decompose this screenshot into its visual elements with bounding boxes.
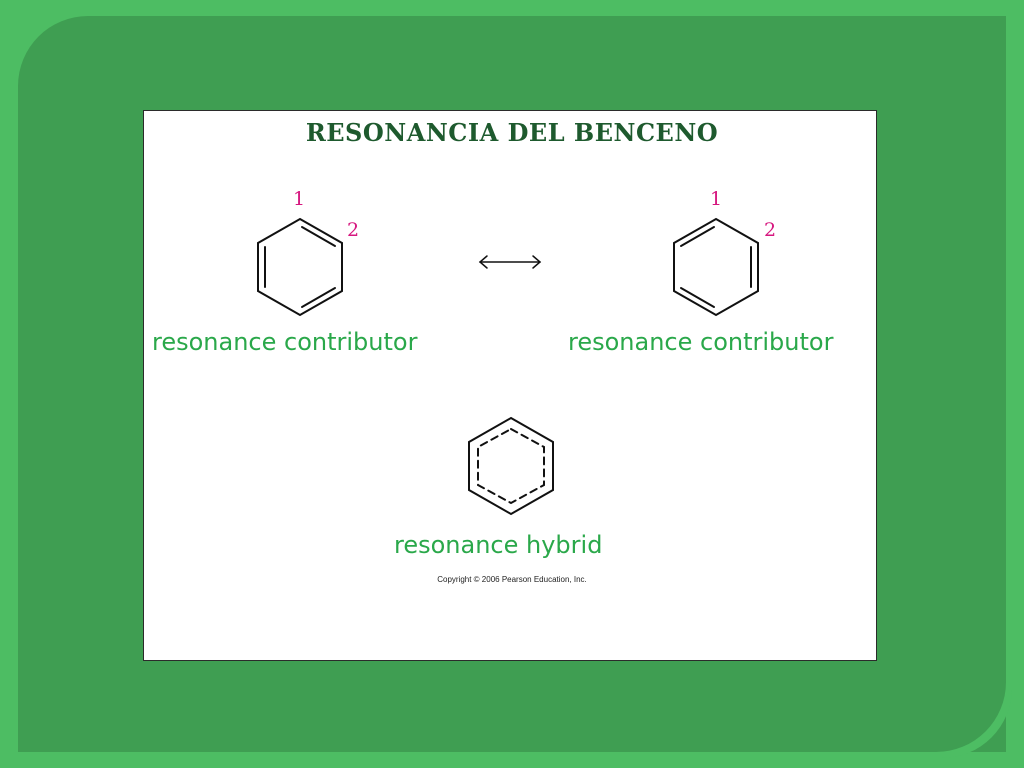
right-structure-label: resonance contributor	[568, 328, 834, 356]
right-benzene-structure	[673, 217, 759, 317]
copyright-notice: Copyright © 2006 Pearson Education, Inc.	[437, 575, 587, 584]
right-atom-number-1: 1	[710, 188, 723, 210]
right-atom-number-2: 2	[764, 219, 777, 241]
double-headed-arrow-icon	[478, 255, 542, 269]
left-atom-number-1: 1	[293, 188, 306, 210]
left-atom-number-2: 2	[347, 219, 360, 241]
slide-canvas	[143, 110, 877, 661]
slide-title: RESONANCIA DEL BENCENO	[305, 118, 719, 147]
hybrid-benzene-structure	[468, 416, 554, 516]
left-benzene-structure	[257, 217, 343, 317]
left-structure-label: resonance contributor	[152, 328, 418, 356]
hybrid-structure-label: resonance hybrid	[394, 531, 603, 559]
